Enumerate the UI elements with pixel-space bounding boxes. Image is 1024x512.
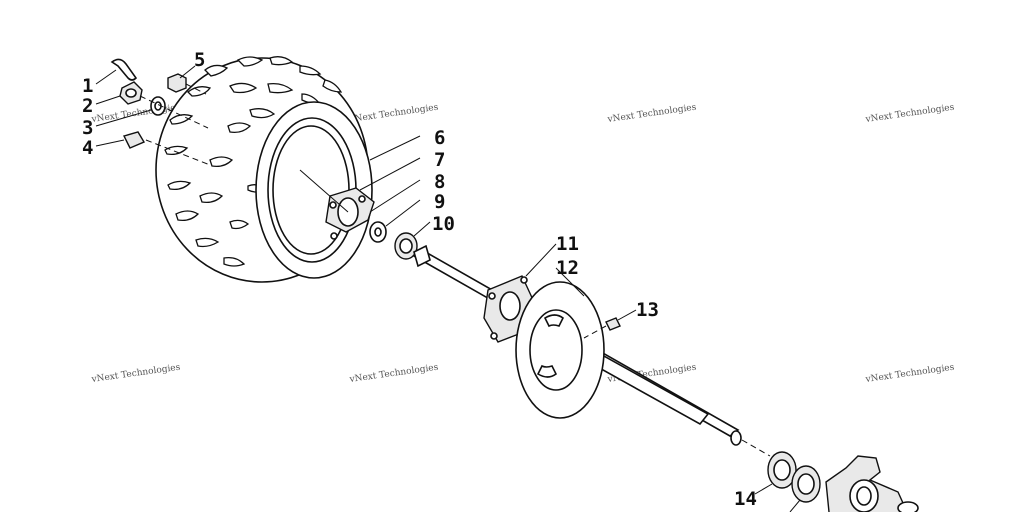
bearing (789, 465, 821, 512)
watermark: vNext Technologies (864, 363, 955, 386)
axle-housing (825, 455, 919, 512)
callout-10: 10 (432, 213, 455, 235)
hub-seal (394, 221, 431, 260)
watermark: vNext Technologies (90, 363, 181, 386)
callout-5: 5 (194, 49, 205, 71)
callout-4: 4 (82, 137, 93, 159)
watermark: vNext Technologies (864, 103, 955, 126)
brake-disc (515, 267, 605, 419)
callout-11: 11 (556, 233, 579, 255)
callout-2: 2 (82, 95, 93, 117)
callout-12: 12 (556, 257, 579, 279)
lug-stud (95, 131, 146, 149)
callout-3: 3 (82, 117, 93, 139)
callout-8: 8 (434, 171, 445, 193)
watermark: vNext Technologies (606, 103, 697, 126)
bearing-seal (754, 451, 797, 495)
callout-1: 1 (82, 75, 93, 97)
callout-6: 6 (434, 127, 445, 149)
tire-assembly (155, 56, 373, 283)
callout-14: 14 (734, 488, 757, 510)
callout-13: 13 (636, 299, 659, 321)
watermark: vNext Technologies (348, 103, 439, 126)
disc-bolt (605, 309, 637, 331)
cotter-pin (95, 58, 138, 85)
callout-labels: 1 2 3 4 5 6 7 8 9 10 11 12 13 14 (82, 49, 757, 510)
castle-nut (95, 81, 143, 105)
watermark: vNext Technologies (348, 363, 439, 386)
tire-tread (164, 56, 343, 267)
lug-nut (167, 65, 196, 93)
callout-7: 7 (434, 149, 445, 171)
callout-9: 9 (434, 191, 445, 213)
wheel-hub (299, 169, 375, 240)
